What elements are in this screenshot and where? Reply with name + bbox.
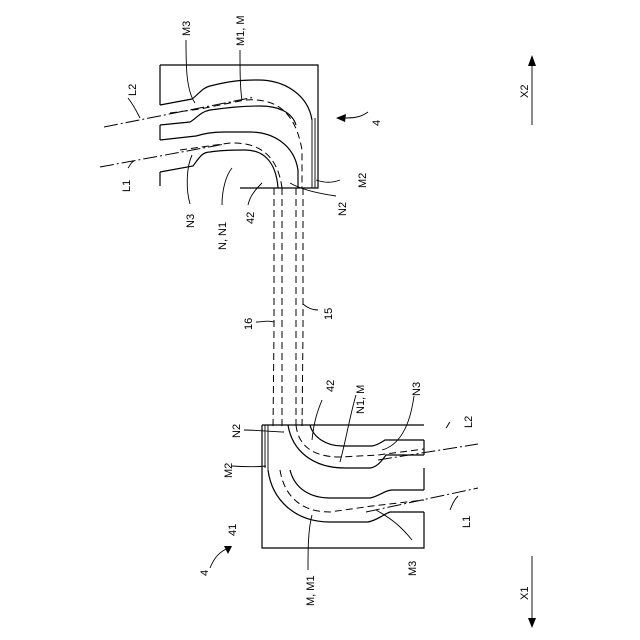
label-16: 16: [243, 318, 255, 330]
label-L2-bottom: L2: [463, 416, 475, 428]
x2-arrowhead: [528, 55, 536, 66]
label-L1-bottom: L1: [461, 516, 473, 528]
tube-15-right: [302, 188, 303, 430]
label-M3-top: M3: [181, 21, 193, 36]
leader-L2-top: [128, 98, 140, 118]
label-N2-bottom: N2: [231, 424, 243, 438]
label-M3-bottom: M3: [407, 561, 419, 576]
leader-M3-top: [186, 40, 195, 103]
reference-arrows: [210, 55, 536, 628]
label-L2-top: L2: [127, 84, 139, 96]
leader-15: [303, 304, 318, 310]
label-L1-top: L1: [121, 180, 133, 192]
ref4-top-arrow-line: [342, 112, 368, 118]
leader-N3-bottom: [382, 396, 414, 450]
leader-L2-bottom: [446, 422, 450, 428]
upper-slot1-bottom: [160, 106, 296, 125]
leader-N2-bottom: [244, 430, 284, 432]
label-N1M-bottom: N1, M: [355, 385, 367, 414]
lower-slot1-bottom: [310, 425, 424, 446]
leader-M2-top: [316, 180, 340, 182]
label-X1: X1: [519, 587, 531, 600]
label-M2-bottom: M2: [223, 463, 235, 478]
label-ref4-top: 4: [371, 120, 383, 126]
label-42-bottom: 42: [325, 380, 337, 392]
leader-N2-top: [290, 183, 336, 196]
lower-axis-L1: [366, 488, 478, 512]
label-ref4-bottom: 4: [199, 570, 211, 576]
leader-M3-bottom: [376, 510, 412, 540]
label-M1M-top: M1, M: [235, 15, 247, 46]
upper-axis-L1: [100, 144, 225, 167]
label-MM1-bottom: M, M1: [305, 575, 317, 606]
label-N2-top: N2: [337, 202, 349, 216]
connecting-tubes: [273, 188, 303, 430]
leader-42-bottom: [312, 400, 322, 440]
label-41: 41: [227, 524, 239, 536]
lower-frame: [262, 425, 424, 548]
leader-MM1-bottom: [308, 515, 312, 570]
lower-slot2-top: [290, 470, 424, 498]
label-NN1-top: N, N1: [217, 222, 229, 250]
label-15: 15: [323, 308, 335, 320]
leader-42-top: [248, 183, 262, 205]
leader-L1-bottom: [450, 496, 458, 510]
leader-16: [256, 321, 274, 322]
leader-M2-bottom: [232, 466, 266, 467]
lower-block: [262, 425, 478, 548]
upper-frame: [160, 65, 318, 188]
leader-N3-top: [187, 155, 192, 204]
leader-NN1-top: [222, 168, 232, 205]
labels: M3 M1, M L2 L1 4 M2 N2 N3 N, N1 42 16 15…: [121, 15, 531, 606]
label-X2: X2: [519, 85, 531, 98]
label-M2-top: M2: [357, 173, 369, 188]
ref4-bottom-arrow-line: [210, 548, 228, 568]
upper-slot2-bottom: [160, 150, 278, 188]
upper-block: [100, 65, 318, 188]
leader-N1M-bottom: [340, 395, 356, 462]
label-N3-bottom: N3: [411, 382, 423, 396]
ref4-top-arrowhead: [336, 114, 346, 122]
tube-16-left: [273, 188, 274, 430]
lower-centerline-m: [280, 470, 424, 512]
lower-axis-L2: [378, 444, 478, 460]
label-42-top: 42: [245, 212, 257, 224]
label-N3-top: N3: [185, 214, 197, 228]
upper-centerline-m: [170, 100, 302, 188]
leader-M1M-top: [240, 50, 242, 100]
x1-arrowhead: [528, 618, 536, 628]
